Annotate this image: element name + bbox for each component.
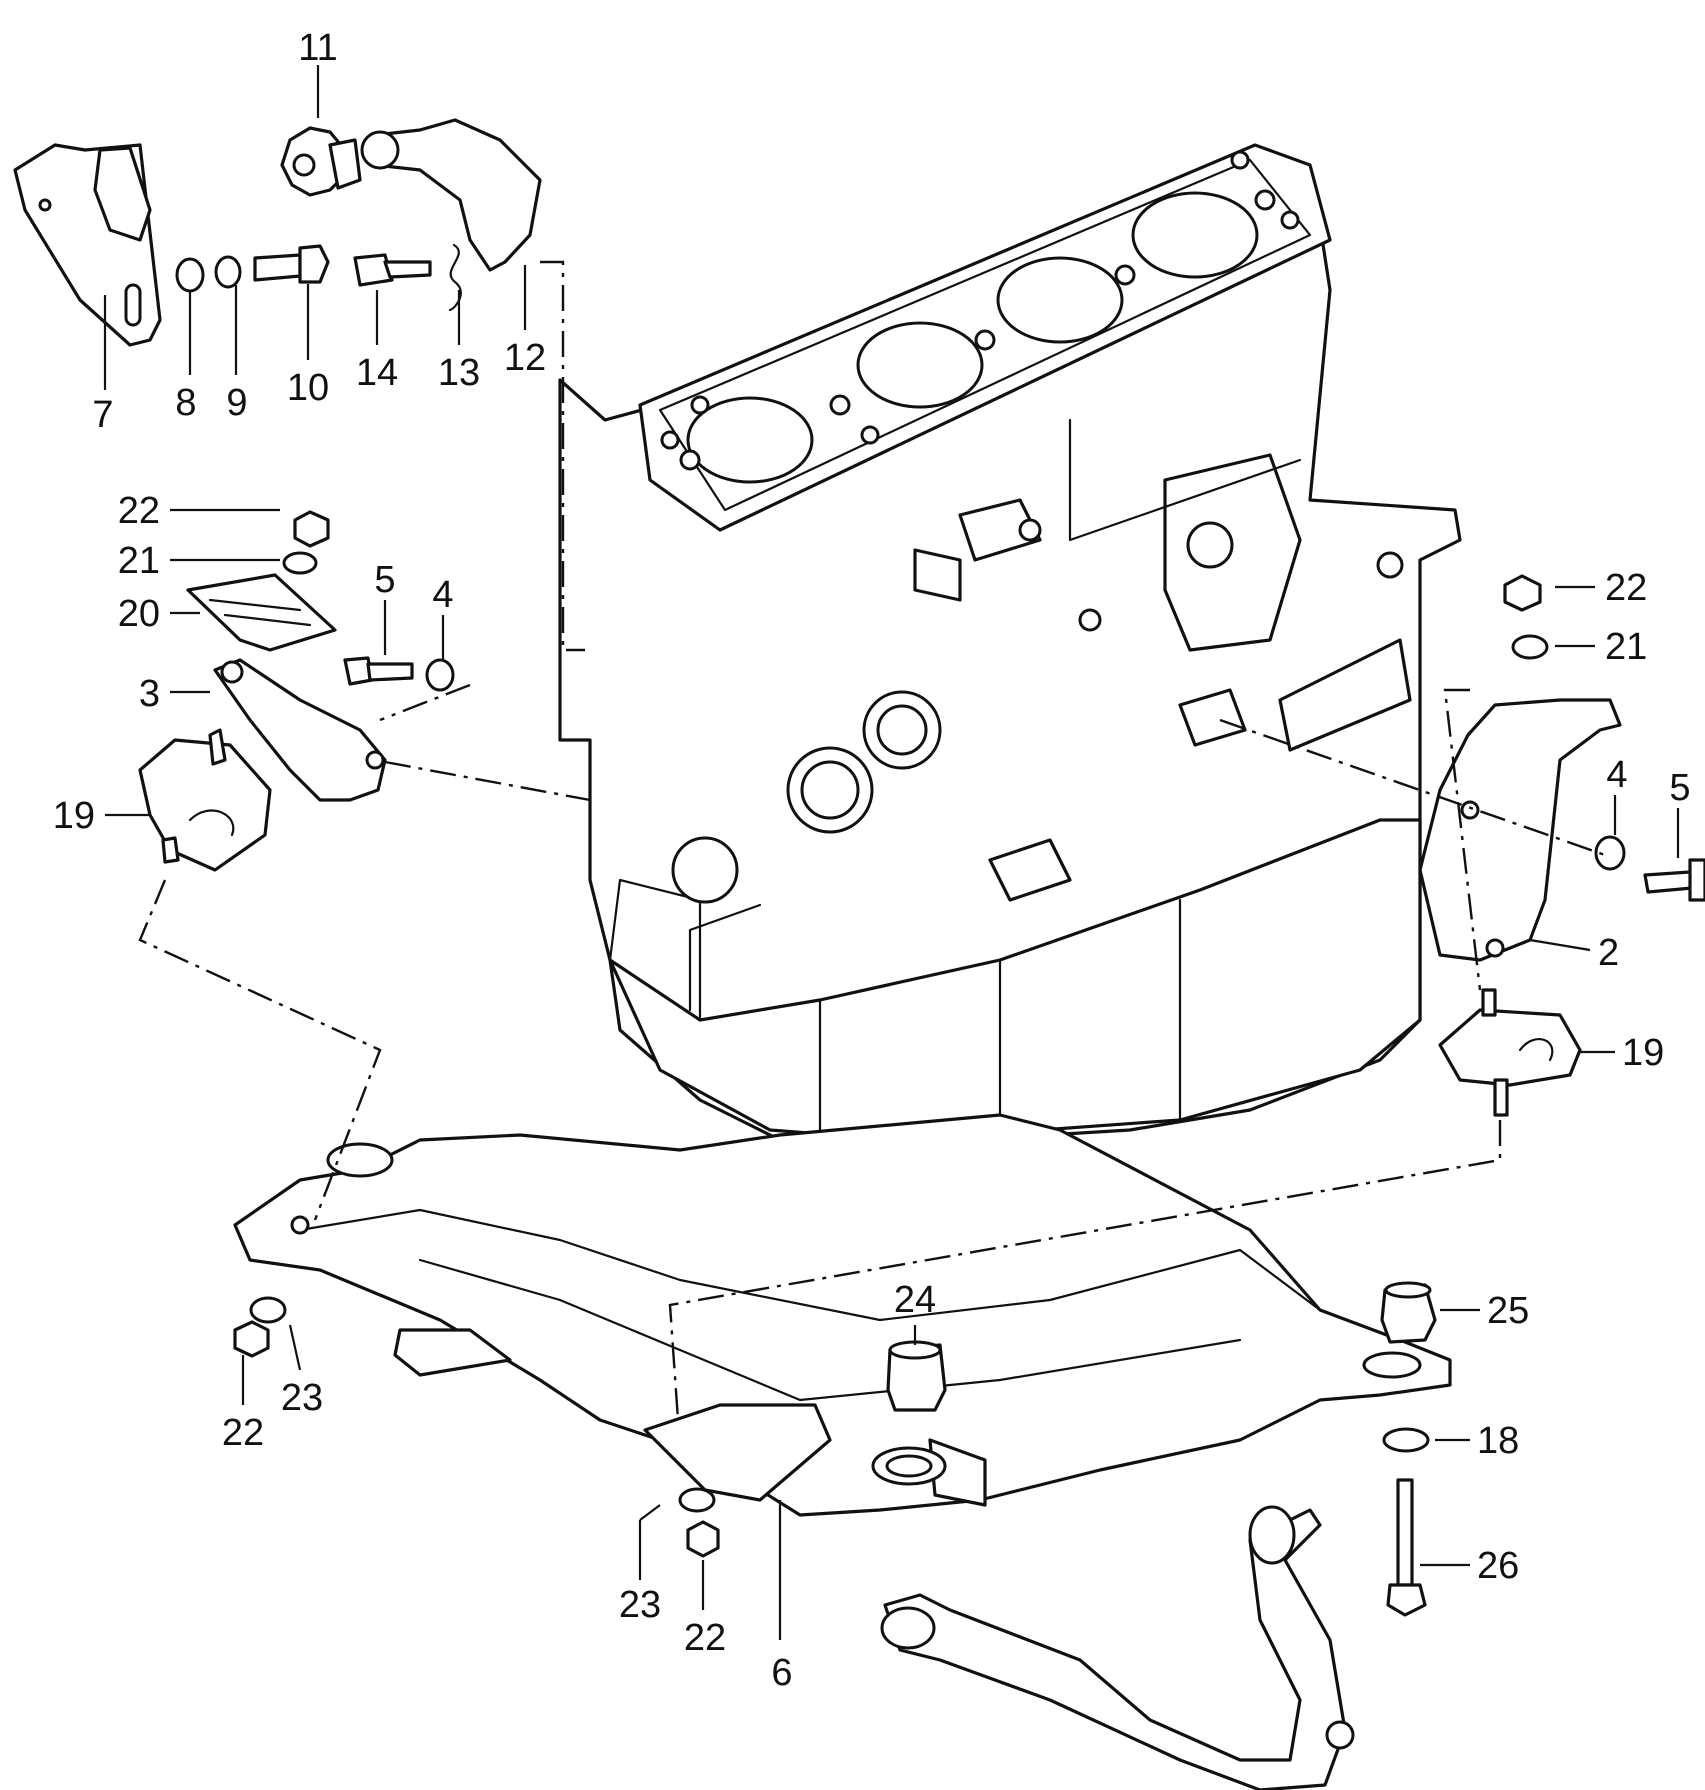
callout-5-left: 5	[374, 559, 395, 601]
left-mount-group	[138, 510, 455, 872]
callout-9: 9	[226, 382, 247, 424]
callout-8: 8	[175, 382, 196, 424]
washer-8	[175, 257, 205, 293]
bracket-12	[360, 118, 542, 272]
callout-24: 24	[894, 1279, 936, 1321]
callout-12: 12	[504, 337, 546, 379]
bracket-3	[213, 658, 387, 802]
callout-22-lower-left: 22	[222, 1412, 264, 1454]
callout-18: 18	[1477, 1420, 1519, 1462]
callout-6: 6	[771, 1652, 792, 1694]
mount-bracket-7	[13, 143, 162, 347]
washer-18	[1382, 1427, 1430, 1453]
fasteners-13-14	[353, 243, 462, 312]
subframe-6	[233, 1113, 1452, 1517]
callout-22-lower-right: 22	[684, 1617, 726, 1659]
washer-23-left	[249, 1296, 287, 1324]
callout-5-right: 5	[1669, 767, 1690, 809]
nut-22-upper-right	[1503, 574, 1542, 612]
callout-11: 11	[298, 27, 337, 69]
callout-numbers: 11 7 8 9 10 14 13 12 22 21 20 3 19 5 4 2…	[53, 27, 1691, 1694]
washer-23-right	[678, 1487, 716, 1513]
callout-19-left: 19	[53, 795, 95, 837]
bolt-14	[353, 253, 394, 287]
callout-14: 14	[356, 352, 398, 394]
part-11	[280, 126, 362, 197]
bolt-5-right	[1643, 870, 1694, 894]
nut-22-left-lower	[233, 1320, 270, 1358]
bolt-26	[1396, 1478, 1414, 1587]
washer-4-left	[425, 658, 455, 692]
mount-19-left	[138, 738, 272, 872]
fasteners-8-9-10	[175, 244, 330, 293]
shield-20	[186, 573, 337, 652]
bracket-2	[1418, 698, 1622, 962]
callout-13: 13	[438, 352, 480, 394]
bolt-10	[253, 253, 302, 282]
control-arm	[880, 1505, 1355, 1790]
spring-washer-9	[214, 255, 242, 289]
callout-23-right: 23	[619, 1584, 661, 1626]
clip-13	[448, 243, 462, 312]
washer-21-right	[1511, 634, 1549, 660]
callout-4-left: 4	[432, 574, 453, 616]
callout-2: 2	[1598, 932, 1619, 974]
callout-23-left: 23	[281, 1377, 323, 1419]
lower-hardware	[233, 1281, 1437, 1617]
assembly-lines	[138, 260, 1606, 1421]
callout-3: 3	[139, 673, 160, 715]
washer-21-left	[282, 551, 318, 575]
callout-25: 25	[1487, 1290, 1529, 1332]
engine-block	[558, 143, 1462, 1152]
callout-7: 7	[92, 394, 113, 436]
nut-22-upper-left	[293, 510, 330, 548]
callout-21-right: 21	[1605, 626, 1647, 668]
callout-22-upper-left: 22	[118, 490, 160, 532]
washer-4-right	[1594, 835, 1626, 871]
leader-lines	[103, 65, 1680, 1640]
callout-20: 20	[118, 593, 160, 635]
mount-19-right	[1438, 1008, 1582, 1087]
callout-4-right: 4	[1606, 754, 1627, 796]
callout-26: 26	[1477, 1545, 1519, 1587]
bushing-24	[886, 1343, 947, 1412]
callout-22-upper-right: 22	[1605, 567, 1647, 609]
callout-21-left: 21	[118, 540, 160, 582]
callout-19-right: 19	[1622, 1032, 1664, 1074]
callout-10: 10	[287, 367, 329, 409]
nut-22-right-lower	[686, 1520, 720, 1558]
